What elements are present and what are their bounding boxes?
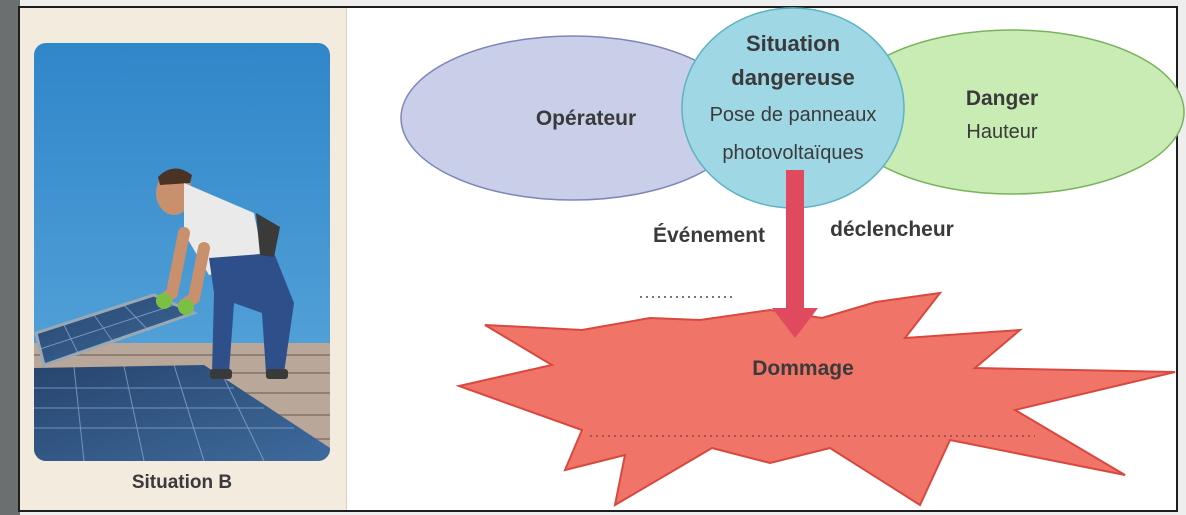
situation-title-line2: dangereuse	[731, 65, 855, 90]
scan-edge	[0, 0, 20, 515]
installed-panels	[34, 365, 330, 461]
danger-label: Danger	[965, 87, 1039, 110]
trigger-arrow-head	[772, 308, 818, 338]
photo-caption: Situation B	[131, 472, 233, 493]
event-word1: Événement	[652, 224, 766, 247]
event-word2: déclencheur	[830, 218, 954, 241]
situation-detail-line2: photovoltaïques	[722, 142, 864, 164]
panel-divider	[346, 8, 347, 510]
situation-detail-line1: Pose de panneaux	[709, 104, 877, 126]
trigger-arrow-shaft	[786, 170, 804, 310]
worker	[156, 168, 294, 379]
situation-title-line1: Situation	[745, 31, 841, 56]
damage-label: Dommage	[752, 357, 854, 380]
operator-label: Opérateur	[535, 107, 637, 130]
damage-star	[455, 291, 1176, 507]
danger-detail: Hauteur	[966, 121, 1038, 143]
solar-worker-photo	[34, 43, 330, 461]
